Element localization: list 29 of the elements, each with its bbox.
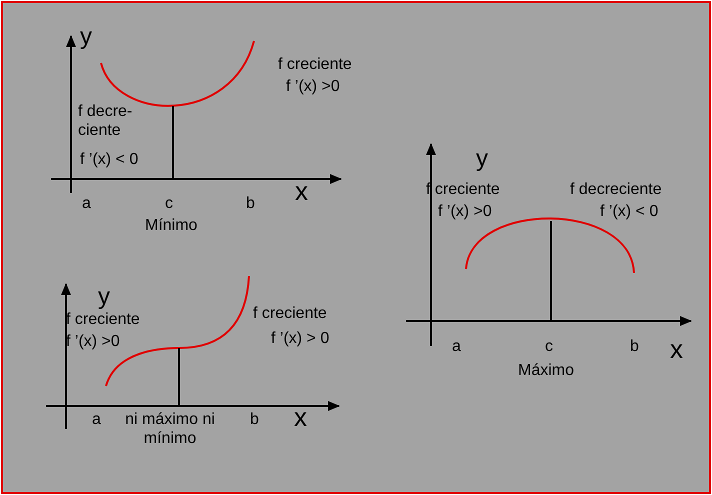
- annotation: Máximo: [518, 361, 574, 380]
- annotation: f ’(x) >0: [66, 332, 120, 351]
- axis-label: x: [295, 176, 308, 207]
- axis-label: y: [476, 144, 488, 173]
- annotation: f decreciente: [570, 180, 662, 199]
- annotation: Mínimo: [145, 216, 198, 235]
- point-label: b: [246, 194, 255, 213]
- annotation: f creciente: [426, 180, 500, 199]
- axis-label: y: [98, 282, 110, 311]
- annotation: f ’(x) >0: [286, 77, 340, 96]
- annotation: f ’(x) < 0: [80, 150, 138, 169]
- annotation: f creciente: [253, 304, 327, 323]
- point-label: b: [250, 410, 259, 429]
- point-label: a: [452, 337, 461, 356]
- annotation: f creciente: [278, 55, 352, 74]
- axis-label: y: [80, 22, 92, 51]
- annotation: f decre- ciente: [78, 102, 134, 140]
- annotation: f ’(x) > 0: [271, 329, 330, 348]
- point-label: b: [630, 337, 639, 356]
- annotation: f ’(x) >0: [438, 202, 492, 221]
- annotation: f creciente: [66, 310, 140, 329]
- point-label: a: [92, 410, 101, 429]
- axis-label: x: [670, 334, 683, 365]
- point-label: c: [165, 194, 173, 213]
- point-label: a: [82, 194, 91, 213]
- axis-label: x: [294, 402, 307, 433]
- annotation: ni máximo ni mínimo: [124, 410, 216, 448]
- annotation: f ’(x) < 0: [600, 202, 658, 221]
- point-label: c: [545, 337, 553, 356]
